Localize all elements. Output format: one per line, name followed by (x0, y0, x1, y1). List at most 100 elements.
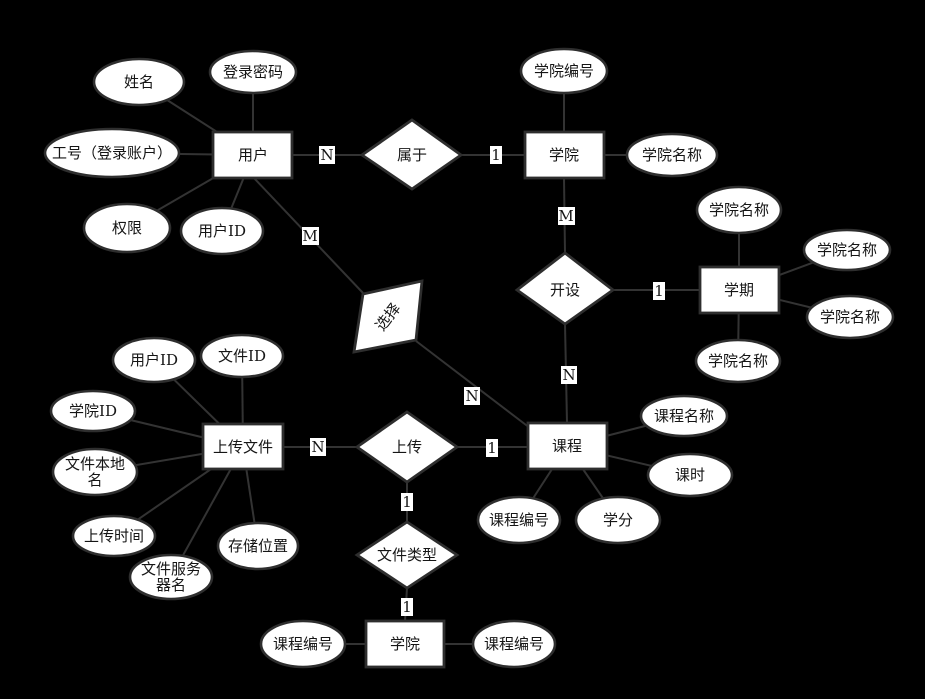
attribute-semester-name-right-bottom: 学院名称 (805, 294, 895, 340)
relationship-label: 文件类型 (377, 546, 437, 564)
cardinality-upload-filetype: 1 (401, 493, 413, 511)
attribute-ellipse (71, 514, 157, 558)
attribute-ellipse (695, 185, 783, 235)
attribute-permission: 权限 (82, 202, 172, 254)
attribute-label: 课程编号 (489, 511, 549, 529)
cardinality-box (310, 438, 326, 456)
relationship-select: 选择 (352, 279, 424, 354)
attribute-label: 登录密码 (223, 63, 283, 81)
attribute-label: 学院名称 (642, 146, 702, 164)
entity-label: 上传文件 (213, 438, 273, 456)
entity-college: 学院 (523, 130, 606, 180)
attribute-label: 课程名称 (654, 407, 714, 425)
relationship-belongs-to: 属于 (359, 118, 464, 191)
attribute-course-no: 课程编号 (476, 495, 562, 545)
cardinality-box (302, 227, 319, 245)
attribute-label: 用户ID (198, 222, 246, 240)
cardinality-upload-course: 1 (486, 439, 498, 457)
cardinality-user-select: M (302, 227, 319, 245)
attribute-name: 姓名 (92, 57, 186, 107)
attribute-ellipse (471, 619, 557, 669)
relationship-diamond (352, 279, 424, 354)
attribute-ellipse (259, 619, 347, 669)
entity-box (526, 421, 609, 471)
entity-label: 用户 (238, 146, 268, 164)
entity-course: 课程 (526, 421, 609, 471)
cardinality-label: 1 (402, 493, 412, 511)
cardinality-label: N (311, 438, 324, 456)
attribute-label: 工号（登录账户） (52, 144, 172, 162)
attribute-ellipse (625, 132, 719, 178)
attribute-semester-name-bottom: 学院名称 (694, 338, 782, 384)
cardinality-label: N (562, 366, 575, 384)
attribute-label-line2: 器名 (156, 576, 186, 594)
attribute-bottom-course-no-left: 课程编号 (259, 619, 347, 669)
attribute-ellipse (51, 447, 139, 497)
attribute-ellipse (694, 338, 782, 384)
entity-label: 学院 (390, 635, 420, 653)
attribute-ellipse (802, 228, 892, 272)
cardinality-box (401, 598, 413, 616)
attribute-label: 课程编号 (273, 635, 333, 653)
entity-upload-file: 上传文件 (201, 422, 285, 471)
entity-box (211, 130, 294, 180)
attribute-file-local-name: 文件本地 名 (51, 447, 139, 497)
cardinality-box (401, 493, 413, 511)
attribute-credits: 学分 (574, 495, 662, 545)
cardinality-box (561, 366, 577, 384)
attribute-ellipse (519, 47, 609, 95)
attribute-file-id: 文件ID (199, 333, 285, 379)
attribute-label: 课时 (675, 466, 705, 484)
attribute-college-name: 学院名称 (625, 132, 719, 178)
attribute-ellipse (476, 495, 562, 545)
cardinality-label: 1 (487, 439, 497, 457)
attribute-label: 学院编号 (534, 62, 594, 80)
attribute-ellipse (805, 294, 895, 340)
attribute-class-hours: 课时 (646, 452, 734, 498)
attribute-label: 存储位置 (228, 537, 288, 555)
relationship-offers: 开设 (514, 251, 616, 326)
relationship-diamond (359, 118, 464, 191)
entity-box (523, 130, 606, 180)
attribute-ellipse (208, 49, 298, 95)
attribute-label-line1: 文件本地 (65, 455, 125, 473)
entity-label: 课程 (552, 437, 582, 455)
attribute-label: 用户ID (130, 351, 178, 369)
cardinality-user-belongs: N (319, 146, 335, 164)
attribute-semester-name-right-top: 学院名称 (802, 228, 892, 272)
cardinality-box (653, 282, 665, 300)
attribute-file-user-id: 用户ID (111, 336, 197, 384)
cardinality-uploadfile-upload: N (310, 438, 326, 456)
cardinality-box (490, 146, 502, 164)
relationship-diamond (514, 251, 616, 326)
relationship-label: 上传 (392, 438, 422, 456)
attribute-ellipse (639, 394, 729, 438)
cardinality-label: N (320, 146, 333, 164)
cardinality-box (319, 146, 335, 164)
attribute-upload-time: 上传时间 (71, 514, 157, 558)
cardinality-box (558, 207, 575, 225)
attribute-label: 文件ID (218, 347, 266, 365)
attribute-label: 学院名称 (708, 352, 768, 370)
cardinality-offers-course: N (561, 366, 577, 384)
attribute-label: 权限 (112, 219, 142, 237)
attribute-user-id: 用户ID (179, 206, 265, 256)
cardinality-label: M (558, 207, 573, 225)
attribute-login-password: 登录密码 (208, 49, 298, 95)
cardinality-box (486, 439, 498, 457)
relationship-diamond (354, 410, 460, 484)
entity-user: 用户 (211, 130, 294, 180)
cardinality-select-course: N (464, 387, 480, 405)
cardinality-label: M (302, 227, 317, 245)
relationship-upload: 上传 (354, 410, 460, 484)
entity-box (201, 422, 285, 471)
attribute-label: 学院名称 (820, 308, 880, 326)
cardinality-label: N (465, 387, 478, 405)
relationship-label: 开设 (550, 281, 580, 299)
entity-box (698, 265, 781, 315)
entity-label: 学期 (724, 281, 754, 299)
attribute-label: 上传时间 (84, 527, 144, 545)
attribute-storage-location: 存储位置 (216, 521, 300, 571)
